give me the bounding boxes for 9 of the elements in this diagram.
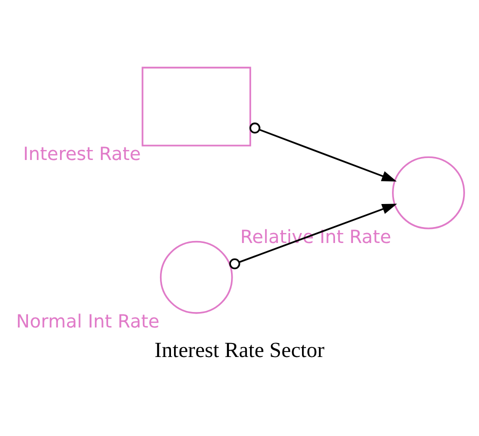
node-label: Interest Rate [23, 144, 141, 165]
arrow [229, 203, 398, 269]
node-box [142, 66, 252, 146]
arrow [249, 122, 397, 181]
node-label: Normal Int Rate [16, 311, 160, 332]
node-label: Relative Int Rate [240, 226, 392, 248]
node-circle [392, 156, 465, 229]
node-circle [160, 240, 233, 314]
caption: Interest Rate Sector [154, 337, 324, 362]
